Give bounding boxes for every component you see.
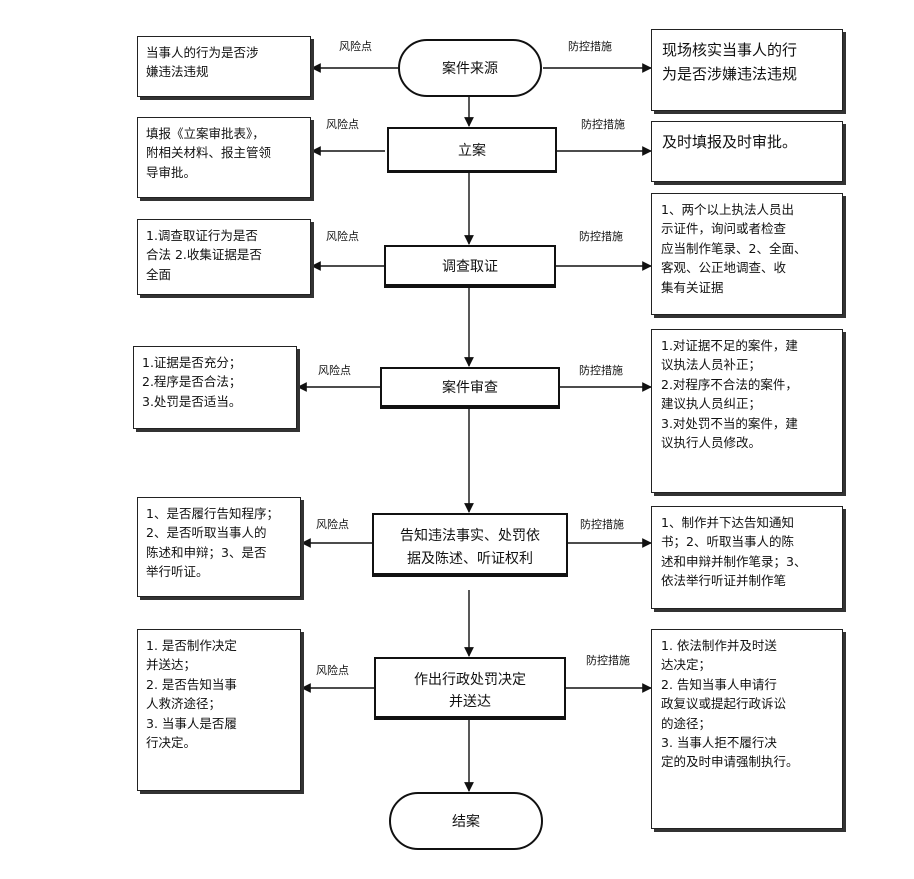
control-label-2: 防控措施 — [581, 117, 625, 131]
risk-line: 2、是否听取当事人的 — [146, 525, 267, 541]
risk-line: 全面 — [146, 266, 172, 282]
control-line: 2. 告知当事人申请行 — [661, 676, 777, 692]
control-line: 建议执人员纠正； — [661, 396, 762, 412]
control-line: 达决定； — [661, 657, 712, 673]
step-decision: 作出行政处罚决定 并送达 — [374, 657, 566, 720]
control-box-3: 1、两个以上执法人员出 示证件，询问或者检查 应当制作笔录、2、全面、 客观、公… — [651, 193, 843, 315]
risk-label-3: 风险点 — [326, 229, 359, 243]
control-line: 1、制作并下达告知通知 — [661, 515, 794, 530]
risk-line: 1.证据是否充分； — [142, 355, 242, 370]
control-line: 议执法人员补正； — [661, 357, 762, 373]
risk-line: 2. 是否告知当事 — [146, 676, 237, 692]
control-line: 客观、公正地调查、收 — [661, 260, 787, 276]
risk-line: 导审批。 — [146, 164, 197, 180]
control-line: 1、两个以上执法人员出 — [661, 202, 794, 217]
risk-line: 并送达； — [146, 657, 197, 673]
control-box-1: 现场核实当事人的行 为是否涉嫌违法违规 — [651, 29, 843, 111]
risk-label-5: 风险点 — [316, 517, 349, 531]
step-nodes: 案件来源 立案 调查取证 案件审查 告知违法事实、处罚依 据及陈述、听证权利 — [372, 39, 568, 850]
risk-box-2: 填报《立案审批表》， 附相关材料、报主管领 导审批。 — [137, 117, 311, 198]
control-line: 示证件，询问或者检查 — [661, 221, 787, 237]
control-line: 1.对证据不足的案件，建 — [661, 338, 798, 353]
control-box-6: 1. 依法制作并及时送 达决定； 2. 告知当事人申请行 政复议或提起行政诉讼 … — [651, 629, 843, 829]
risk-line: 行决定。 — [146, 734, 197, 750]
control-line: 及时填报及时审批。 — [662, 133, 798, 151]
risk-box-6: 1. 是否制作决定 并送达； 2. 是否告知当事 人救济途径； 3. 当事人是否… — [137, 629, 301, 791]
control-line: 应当制作笔录、2、全面、 — [661, 240, 807, 256]
control-label-6: 防控措施 — [586, 653, 630, 667]
control-line: 定的及时申请强制执行。 — [661, 754, 799, 770]
step-label: 立案 — [458, 142, 486, 159]
step-label: 结案 — [452, 813, 480, 830]
control-line: 书；2、听取当事人的陈 — [661, 534, 794, 550]
step-label-line-1: 告知违法事实、处罚依 — [400, 527, 540, 544]
risk-line: 附相关材料、报主管领 — [146, 145, 272, 161]
control-label-4: 防控措施 — [579, 363, 623, 377]
risk-line: 1.调查取证行为是否 — [146, 228, 258, 243]
step-label-line-2: 并送达 — [449, 694, 491, 710]
risk-box-4: 1.证据是否充分； 2.程序是否合法； 3.处罚是否适当。 — [133, 346, 297, 429]
step-label-line-1: 作出行政处罚决定 — [414, 672, 526, 688]
risk-line: 嫌违法违规 — [146, 64, 209, 80]
control-label-1: 防控措施 — [568, 39, 612, 53]
risk-line: 2.程序是否合法； — [142, 374, 242, 390]
control-line: 1. 依法制作并及时送 — [661, 638, 777, 653]
control-box-5: 1、制作并下达告知通知 书；2、听取当事人的陈 述和申辩并制作笔录；3、 依法举… — [651, 506, 843, 609]
risk-box-5: 1、是否履行告知程序； 2、是否听取当事人的 陈述和申辩；3、是否 举行听证。 — [137, 497, 301, 597]
risk-label-2: 风险点 — [326, 117, 359, 131]
step-label: 案件来源 — [442, 60, 498, 77]
risk-line: 陈述和申辩；3、是否 — [146, 544, 267, 560]
control-line: 3.对处罚不当的案件，建 — [661, 415, 798, 431]
control-line: 集有关证据 — [661, 279, 724, 295]
risk-line: 填报《立案审批表》， — [146, 126, 265, 141]
side-arrows — [297, 63, 652, 693]
risk-label-4: 风险点 — [318, 363, 351, 377]
step-label-line-2: 据及陈述、听证权利 — [407, 550, 533, 567]
control-line: 议执行人员修改。 — [661, 434, 762, 450]
step-investigation: 调查取证 — [384, 245, 556, 288]
risk-box-3: 1.调查取证行为是否 合法 2.收集证据是否 全面 — [137, 219, 311, 295]
risk-label-6: 风险点 — [316, 663, 349, 677]
control-line: 的途径； — [661, 715, 712, 731]
control-line: 述和申辩并制作笔录；3、 — [661, 553, 807, 569]
step-case-closed: 结案 — [389, 792, 543, 850]
control-line: 现场核实当事人的行 — [662, 41, 798, 59]
step-case-review: 案件审查 — [380, 367, 560, 409]
control-label-3: 防控措施 — [579, 229, 623, 243]
control-box-2: 及时填报及时审批。 — [651, 121, 843, 182]
edge-labels: 风险点 防控措施 风险点 防控措施 风险点 防控措施 风险点 防控措施 风险点 … — [316, 39, 630, 677]
step-case-source: 案件来源 — [398, 39, 542, 97]
step-label: 调查取证 — [442, 259, 498, 275]
risk-label-1: 风险点 — [339, 39, 372, 53]
step-label: 案件审查 — [442, 379, 498, 396]
control-line: 政复议或提起行政诉讼 — [661, 696, 787, 712]
control-line: 2.对程序不合法的案件， — [661, 376, 798, 392]
risk-line: 3.处罚是否适当。 — [142, 393, 242, 409]
step-filing: 立案 — [387, 127, 557, 173]
step-notification: 告知违法事实、处罚依 据及陈述、听证权利 — [372, 513, 568, 577]
risk-line: 当事人的行为是否涉 — [146, 45, 259, 60]
control-box-4: 1.对证据不足的案件，建 议执法人员补正； 2.对程序不合法的案件， 建议执人员… — [651, 329, 843, 493]
control-line: 为是否涉嫌违法违规 — [662, 65, 798, 83]
risk-line: 3. 当事人是否履 — [146, 715, 237, 731]
risk-line: 举行听证。 — [146, 564, 209, 580]
control-line: 3. 当事人拒不履行决 — [661, 734, 777, 750]
risk-line: 1. 是否制作决定 — [146, 638, 237, 653]
risk-line: 合法 2.收集证据是否 — [146, 247, 262, 263]
risk-line: 1、是否履行告知程序； — [146, 506, 279, 521]
risk-box-1: 当事人的行为是否涉 嫌违法违规 — [137, 36, 311, 97]
control-label-5: 防控措施 — [580, 517, 624, 531]
control-line: 依法举行听证并制作笔 — [661, 573, 787, 589]
risk-line: 人救济途径； — [146, 696, 222, 712]
